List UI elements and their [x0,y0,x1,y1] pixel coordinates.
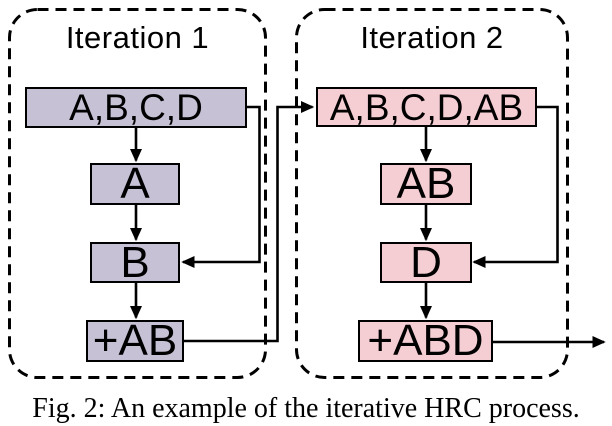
node-d: D [380,240,472,284]
arrow-abcdab-loop-to-d [472,105,559,269]
node-b: B [90,240,180,284]
iteration2-title: Iteration 2 [360,20,504,55]
node-ab: AB [380,162,472,206]
iteration1-title: Iteration 1 [65,20,210,55]
node-task-set-iter2: A,B,C,D,AB [316,87,537,127]
iteration2-panel-outline [295,8,569,379]
node-plus-ab: +AB [86,319,184,363]
iteration1-panel-outline [8,8,267,379]
diagram-lines-layer [8,8,606,379]
node-plus-abd: +ABD [358,319,493,363]
arrow-abcd-loop-to-b [181,105,261,269]
arrow-plusab-to-iteration2 [184,100,315,343]
node-task-set-iter1: A,B,C,D [25,87,247,128]
figure-caption: Fig. 2: An example of the iterative HRC … [32,393,580,424]
node-a: A [90,162,180,206]
